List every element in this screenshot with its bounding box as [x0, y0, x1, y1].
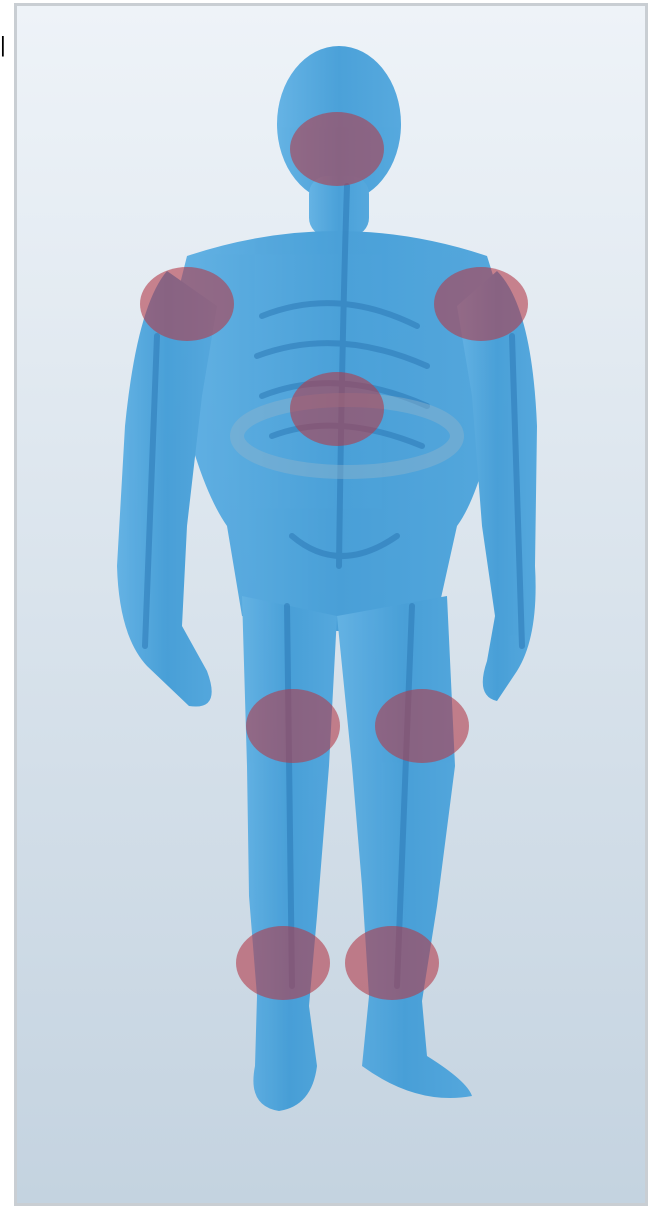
hotspot-right-shoulder[interactable]	[434, 267, 528, 341]
image-frame	[14, 3, 648, 1206]
hotspot-left-knee[interactable]	[246, 689, 340, 763]
hotspot-head[interactable]	[290, 112, 384, 186]
edge-mark: |	[0, 34, 6, 56]
hotspot-left-ankle[interactable]	[236, 926, 330, 1000]
hotspot-mid-back[interactable]	[290, 372, 384, 446]
hotspot-right-ankle[interactable]	[345, 926, 439, 1000]
hotspot-right-knee[interactable]	[375, 689, 469, 763]
hotspot-left-shoulder[interactable]	[140, 267, 234, 341]
body-illustration	[17, 6, 645, 1203]
